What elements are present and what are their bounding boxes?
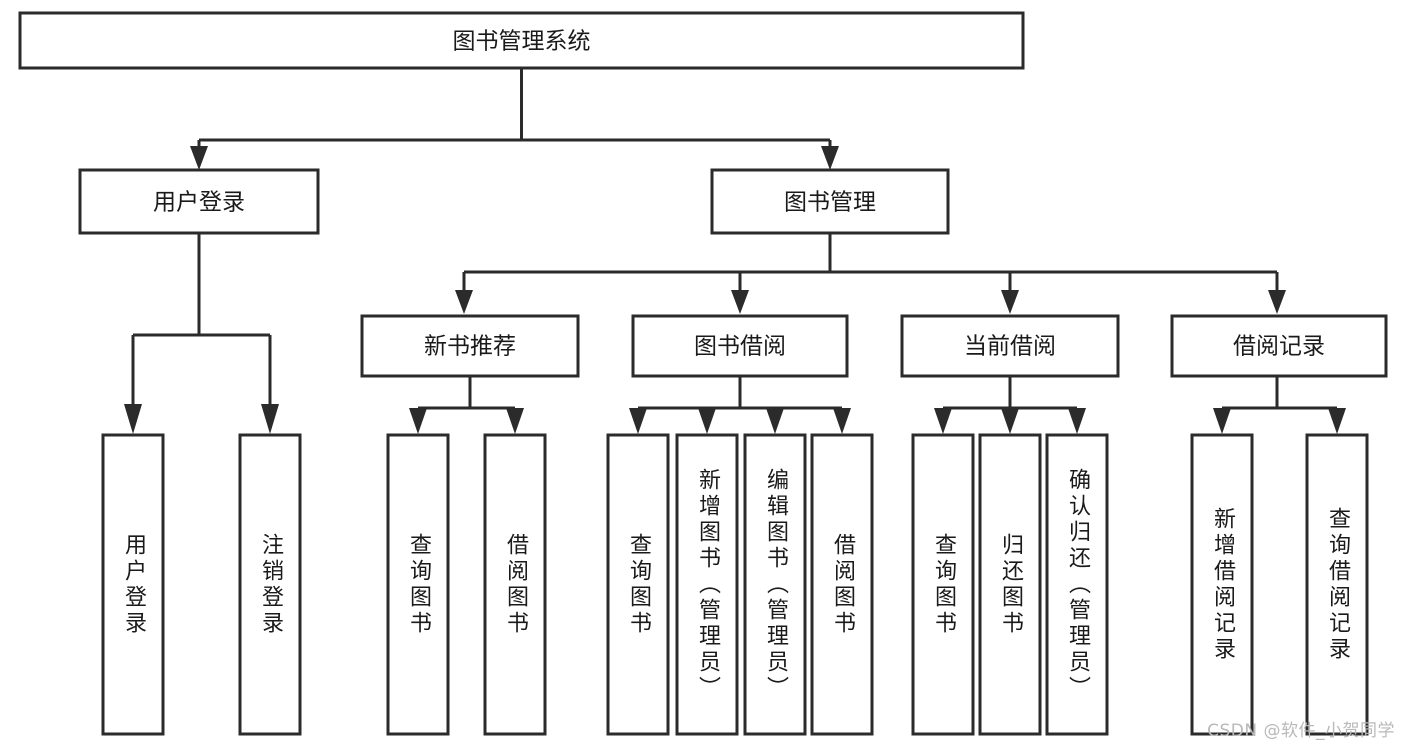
- node-borrow-record-box[interactable]: [1170, 314, 1388, 378]
- node-book-manage-box[interactable]: [710, 168, 950, 235]
- arrow-leaf-logout: [261, 404, 279, 434]
- connector-group-user-login-leaves: [124, 233, 279, 434]
- arrow-leaf-borrow-book-1: [506, 408, 524, 434]
- arrow-leaf-query-book-1: [409, 408, 427, 434]
- leaf-box-query-record[interactable]: [1305, 433, 1369, 736]
- connector-group-current-borrow-leaves: [934, 376, 1086, 434]
- arrow-leaf-query-record: [1328, 408, 1346, 434]
- arrow-leaf-borrow-book-2: [833, 408, 851, 434]
- leaf-box-borrow-book-1[interactable]: [483, 433, 547, 736]
- node-current-borrow-box[interactable]: [900, 314, 1120, 378]
- leaf-box-query-book-1[interactable]: [386, 433, 450, 736]
- arrow-to-book-borrow: [731, 290, 749, 314]
- node-root-label: 图书管理系统: [453, 29, 591, 55]
- node-new-book-rec-box[interactable]: [360, 314, 580, 378]
- node-book-borrow-label: 图书借阅: [694, 334, 786, 360]
- arrow-to-book-manage: [821, 146, 839, 170]
- connector-group-new-book-rec-leaves: [409, 376, 524, 434]
- leaf-box-query-book-2[interactable]: [606, 433, 670, 736]
- node-new-book-rec-label: 新书推荐: [424, 334, 516, 360]
- arrow-to-borrow-record: [1268, 290, 1286, 314]
- leaf-box-logout[interactable]: [238, 433, 302, 736]
- arrow-leaf-edit-book: [766, 408, 784, 434]
- node-root-box[interactable]: [18, 11, 1025, 70]
- arrow-leaf-query-book-2: [629, 408, 647, 434]
- node-user-login-label: 用户登录: [153, 190, 245, 216]
- connector-group-root-to-level2: [190, 68, 839, 170]
- arrow-to-user-login: [190, 146, 208, 170]
- leaf-box-add-book[interactable]: [675, 433, 739, 736]
- connector-group-borrow-record-leaves: [1213, 376, 1346, 434]
- connector-group-book-borrow-leaves: [629, 376, 851, 434]
- leaf-box-user-login[interactable]: [101, 433, 165, 736]
- leaf-box-return-book[interactable]: [978, 433, 1042, 736]
- arrow-leaf-add-book: [698, 408, 716, 434]
- node-book-borrow-box[interactable]: [631, 314, 849, 378]
- arrow-leaf-query-book-3: [934, 408, 952, 434]
- arrow-leaf-confirm-return: [1068, 408, 1086, 434]
- arrow-leaf-return-book: [1001, 408, 1019, 434]
- leaf-box-edit-book[interactable]: [743, 433, 807, 736]
- arrow-to-current-borrow: [1001, 290, 1019, 314]
- leaf-box-confirm-return[interactable]: [1045, 433, 1109, 736]
- connector-group-book-manage-level3: [455, 233, 1286, 314]
- arrow-leaf-user-login: [124, 404, 142, 434]
- arrow-to-new-book-rec: [455, 290, 473, 314]
- csdn-watermark: CSDN @软件_小贺同学: [1207, 721, 1395, 741]
- leaf-box-add-record[interactable]: [1190, 433, 1254, 736]
- node-book-manage-label: 图书管理: [784, 190, 876, 216]
- leaf-box-query-book-3[interactable]: [911, 433, 975, 736]
- node-user-login-box[interactable]: [78, 168, 320, 235]
- arrow-leaf-add-record: [1213, 408, 1231, 434]
- node-borrow-record-label: 借阅记录: [1233, 334, 1325, 360]
- leaf-box-borrow-book-2[interactable]: [810, 433, 874, 736]
- node-current-borrow-label: 当前借阅: [964, 334, 1056, 360]
